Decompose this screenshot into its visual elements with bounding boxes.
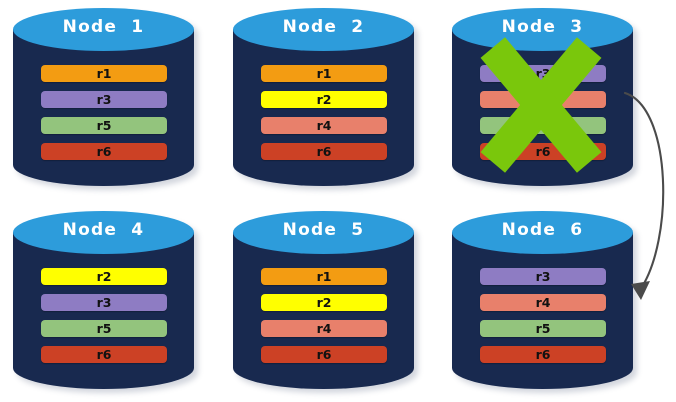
replica-row[interactable]: r6 <box>41 346 167 363</box>
replica-row-list: r3 r4 r5 r6 <box>480 65 606 160</box>
replica-row[interactable]: r6 <box>41 143 167 160</box>
node-title: Node 1 <box>62 17 145 37</box>
cylinder-top <box>233 211 414 254</box>
replica-row[interactable]: r4 <box>480 91 606 108</box>
node-1[interactable]: Node 1 r1 r3 r5 r6 <box>13 8 198 190</box>
replica-row[interactable]: r4 <box>480 294 606 311</box>
node-title: Node 3 <box>501 17 584 37</box>
replica-row[interactable]: r3 <box>480 65 606 82</box>
replica-row[interactable]: r1 <box>261 268 387 285</box>
node-6[interactable]: Node 6 r3 r4 r5 r6 <box>452 211 637 393</box>
node-5[interactable]: Node 5 r1 r2 r4 r6 <box>233 211 418 393</box>
cylinder-top <box>233 8 414 51</box>
cylinder-top <box>13 211 194 254</box>
replica-row[interactable]: r1 <box>261 65 387 82</box>
replica-row[interactable]: r3 <box>41 91 167 108</box>
replica-row-list: r1 r2 r4 r6 <box>261 268 387 363</box>
node-title: Node 2 <box>282 17 365 37</box>
replica-row[interactable]: r5 <box>480 320 606 337</box>
cylinder-top <box>13 8 194 51</box>
node-3[interactable]: Node 3 r3 r4 r5 r6 <box>452 8 637 190</box>
node-4[interactable]: Node 4 r2 r3 r5 r6 <box>13 211 198 393</box>
replica-row[interactable]: r6 <box>480 346 606 363</box>
replica-row[interactable]: r5 <box>41 117 167 134</box>
replica-row[interactable]: r5 <box>480 117 606 134</box>
node-2[interactable]: Node 2 r1 r2 r4 r6 <box>233 8 418 190</box>
replica-row-list: r3 r4 r5 r6 <box>480 268 606 363</box>
cylinder-top <box>452 211 633 254</box>
replica-row[interactable]: r5 <box>41 320 167 337</box>
replica-row[interactable]: r6 <box>261 346 387 363</box>
replica-row-list: r2 r3 r5 r6 <box>41 268 167 363</box>
replica-row[interactable]: r1 <box>41 65 167 82</box>
node-title: Node 5 <box>282 220 365 240</box>
replica-row[interactable]: r3 <box>41 294 167 311</box>
node-title: Node 6 <box>501 220 584 240</box>
replica-row[interactable]: r4 <box>261 320 387 337</box>
replica-row[interactable]: r4 <box>261 117 387 134</box>
replica-row[interactable]: r2 <box>261 91 387 108</box>
node-title: Node 4 <box>62 220 145 240</box>
replica-row[interactable]: r2 <box>261 294 387 311</box>
replica-row-list: r1 r2 r4 r6 <box>261 65 387 160</box>
replica-row[interactable]: r2 <box>41 268 167 285</box>
replica-row[interactable]: r6 <box>480 143 606 160</box>
replica-row-list: r1 r3 r5 r6 <box>41 65 167 160</box>
replica-row[interactable]: r3 <box>480 268 606 285</box>
replica-row[interactable]: r6 <box>261 143 387 160</box>
